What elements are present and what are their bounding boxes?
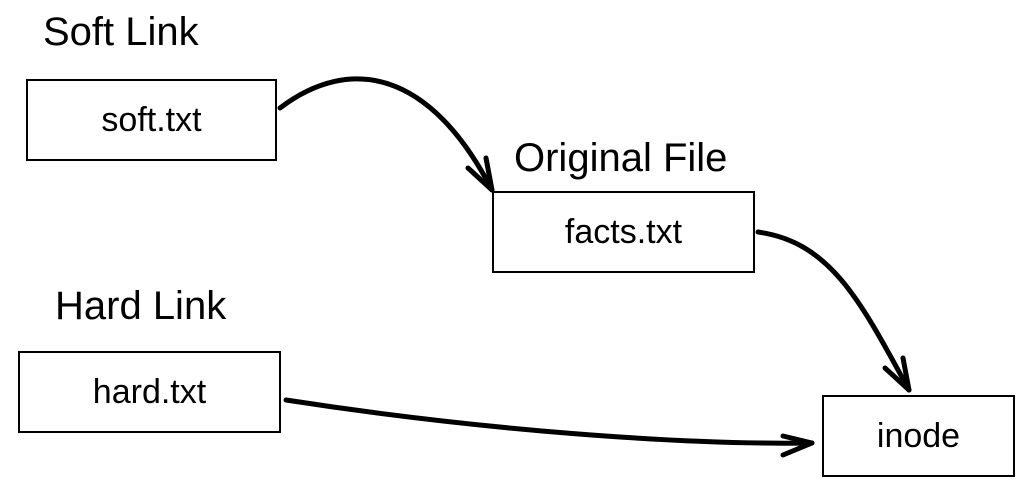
hard-txt-box: hard.txt <box>18 351 281 433</box>
hard-to-inode-arrow <box>283 397 815 446</box>
facts-to-inode-arrow <box>755 229 912 393</box>
soft-to-facts-arrowhead <box>465 155 495 193</box>
inode-box: inode <box>822 395 1015 477</box>
hard-link-heading: Hard Link <box>55 284 227 328</box>
hard-txt-label: hard.txt <box>92 372 207 411</box>
inode-label: inode <box>876 416 961 455</box>
soft-txt-label: soft.txt <box>101 100 202 139</box>
facts-to-inode-arrowhead <box>882 355 912 393</box>
hard-to-inode-arrowhead <box>780 433 815 458</box>
soft-link-heading: Soft Link <box>43 10 199 54</box>
soft-txt-box: soft.txt <box>26 79 277 161</box>
facts-txt-box: facts.txt <box>492 191 755 273</box>
facts-txt-label: facts.txt <box>564 212 683 251</box>
original-file-heading: Original File <box>514 136 728 180</box>
soft-to-facts-arrow <box>277 76 495 193</box>
